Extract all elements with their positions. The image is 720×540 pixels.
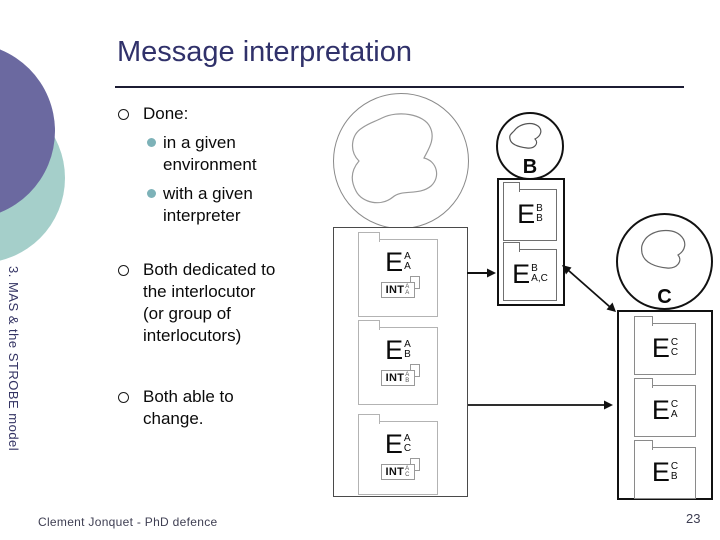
dot-bullet-icon xyxy=(147,132,163,147)
arrow-a-to-c xyxy=(468,400,613,410)
sub-bullet-text: in a given environment xyxy=(163,133,257,174)
arrow-a-to-b xyxy=(467,268,496,278)
bullet-text: Both able to change. xyxy=(143,387,234,428)
arrow-b-c-bidirectional xyxy=(562,265,616,312)
agent-c-label: C xyxy=(657,286,672,308)
page-title: Message interpretation xyxy=(117,36,412,68)
agent-b-label: B xyxy=(522,156,538,178)
title-divider xyxy=(115,86,684,88)
bullet-group-change: Both able to change. xyxy=(118,386,348,430)
agent-b-circle: B xyxy=(496,112,564,180)
sub-bullet-item: in a given environment xyxy=(147,132,348,176)
section-sidebar-label: 3. MAS & the STROBE model xyxy=(6,266,21,452)
bullet-group-dedicated: Both dedicated to the interlocutor (or g… xyxy=(118,259,348,347)
agent-a-circle xyxy=(333,93,469,229)
dot-bullet-icon xyxy=(147,183,163,198)
agent-c-circle: C xyxy=(616,213,713,310)
footer-text: Clement Jonquet - PhD defence xyxy=(38,515,218,529)
sub-bullet-item: with a given interpreter xyxy=(147,183,348,227)
bullet-text: Done: xyxy=(143,104,189,123)
page-number: 23 xyxy=(686,511,701,526)
sub-bullet-text: with a given interpreter xyxy=(163,184,253,225)
bullet-item: Both dedicated to the interlocutor (or g… xyxy=(118,259,348,347)
bullet-text: Both dedicated to the interlocutor (or g… xyxy=(143,260,276,345)
bullet-group-done: Done: in a given environment with a give… xyxy=(118,103,348,227)
bullet-item: Done: xyxy=(118,103,348,125)
hollow-bullet-icon xyxy=(118,259,143,276)
bullet-item: Both able to change. xyxy=(118,386,348,430)
hollow-bullet-icon xyxy=(118,386,143,403)
hollow-bullet-icon xyxy=(118,103,143,120)
